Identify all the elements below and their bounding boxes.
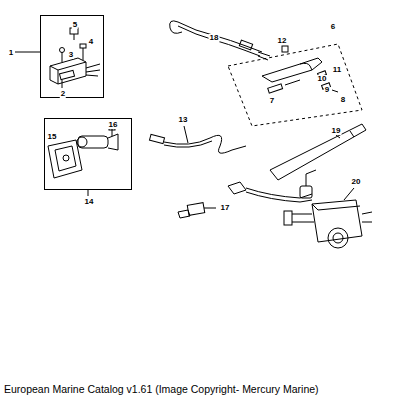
- callout-number: 13: [178, 116, 189, 124]
- fitting: [178, 203, 216, 218]
- dashed-outline: [228, 30, 364, 130]
- tube: [270, 124, 366, 180]
- callout-number: 1: [8, 49, 14, 57]
- image-caption: European Marine Catalog v1.61 (Image Cop…: [4, 383, 319, 395]
- callout-number: 18: [209, 34, 220, 42]
- cable-assembly: [149, 126, 246, 153]
- callout-number: 15: [47, 133, 58, 141]
- kit-box: 15432: [40, 15, 104, 98]
- callout-number: 16: [108, 121, 119, 129]
- callout-number: 2: [60, 90, 66, 98]
- trim-sender-parts: [262, 46, 338, 93]
- callout-number: 20: [351, 178, 362, 186]
- callout-number: 6: [330, 23, 336, 31]
- callout-number: 3: [68, 51, 74, 59]
- kit-box: 161514: [44, 118, 132, 190]
- callout-number: 9: [324, 86, 330, 94]
- callout-number: 17: [220, 204, 231, 212]
- callout-number: 7: [269, 97, 275, 105]
- leader-line: [88, 190, 89, 196]
- callout-number: 8: [340, 96, 346, 104]
- dashed-outline: [228, 44, 362, 126]
- callout-number: 14: [84, 198, 95, 206]
- cable-harness: [170, 21, 270, 60]
- callout-number: 11: [332, 66, 342, 74]
- switch-plate: [48, 127, 118, 178]
- switch-bracket: [50, 28, 100, 88]
- control-assembly: [228, 170, 372, 248]
- leader-line: [15, 52, 40, 53]
- callout-number: 4: [88, 38, 94, 46]
- callout-number: 5: [72, 21, 78, 29]
- dashed-group: 1261110987: [228, 30, 364, 130]
- callout-number: 19: [331, 127, 342, 135]
- callout-number: 10: [317, 75, 328, 83]
- callout-number: 12: [277, 37, 288, 45]
